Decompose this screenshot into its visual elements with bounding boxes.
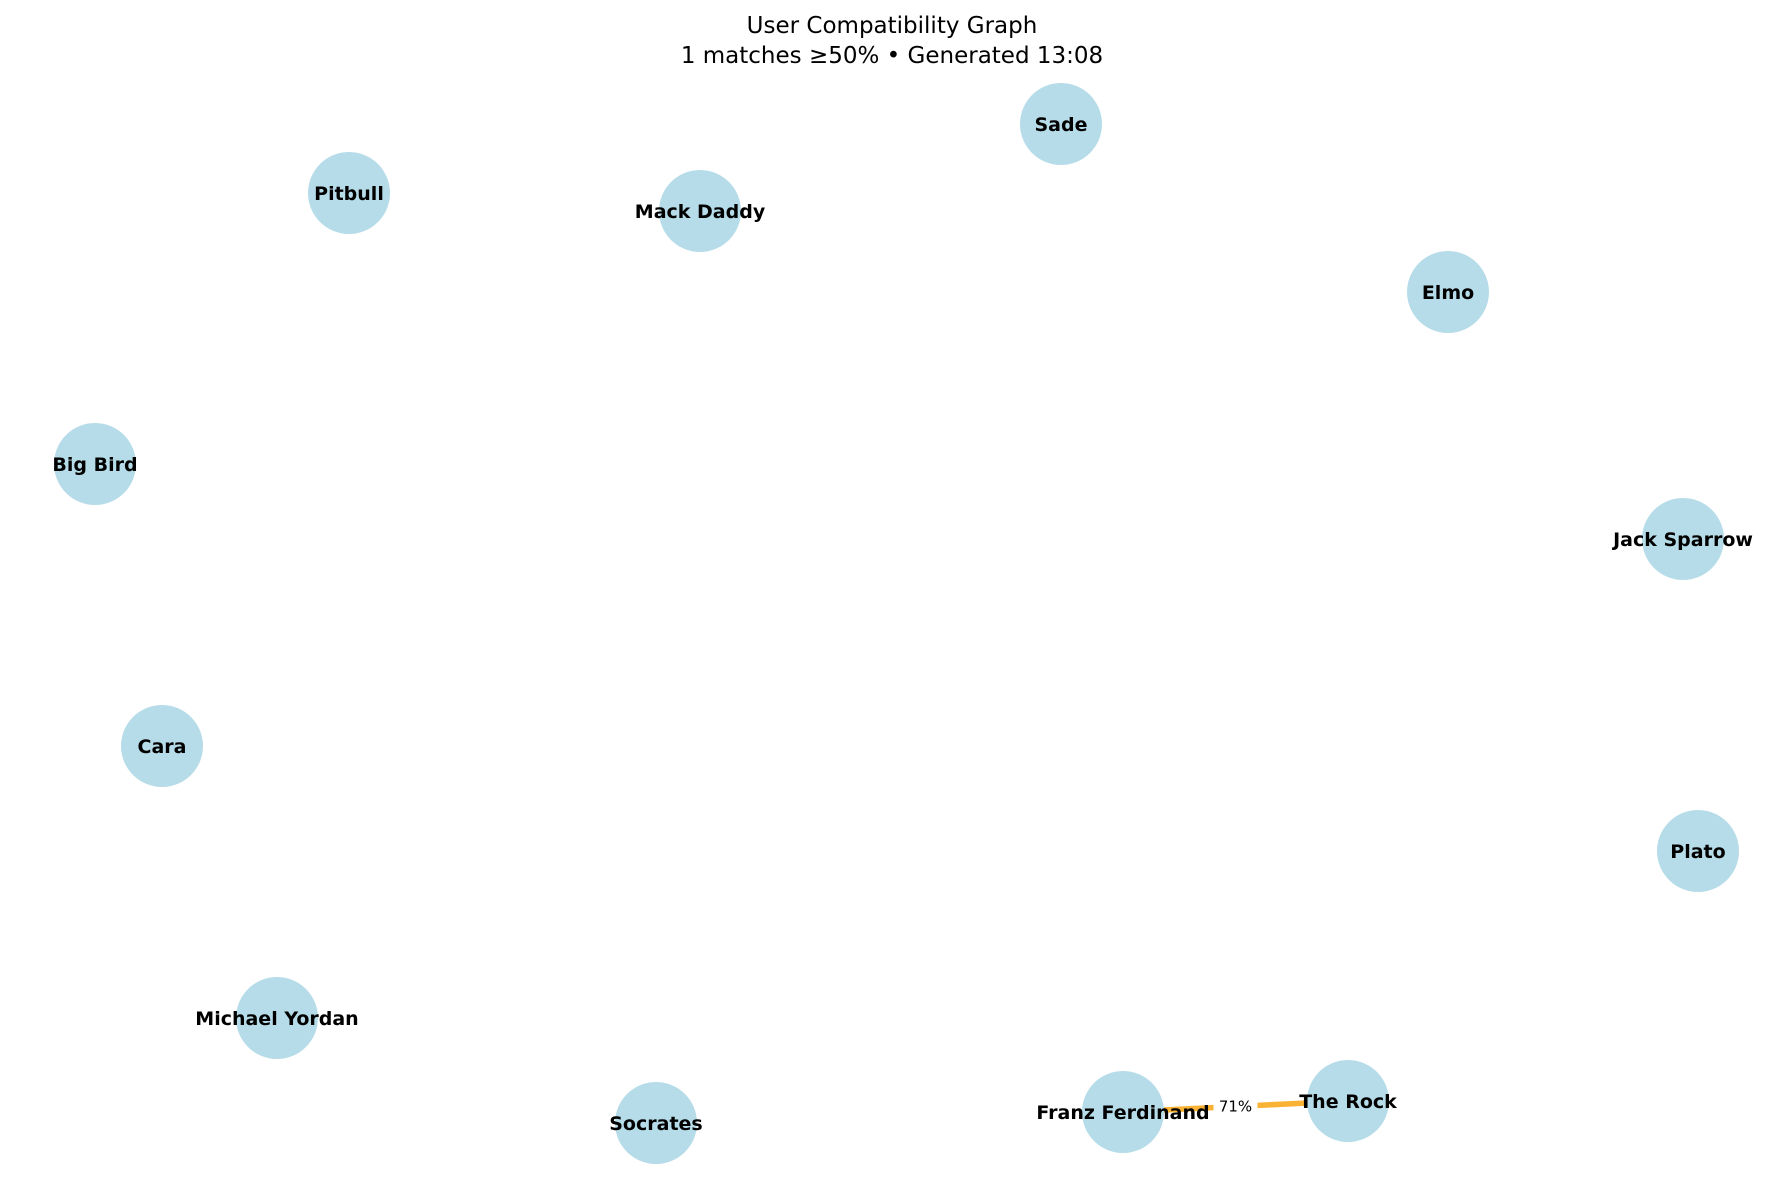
node-mack-daddy: Mack Daddy xyxy=(635,170,766,252)
node-label: Plato xyxy=(1670,841,1725,863)
node-circle xyxy=(1657,810,1739,892)
node-label: Jack Sparrow xyxy=(1611,529,1753,551)
node-circle xyxy=(1307,1060,1389,1142)
node-the-rock: The Rock xyxy=(1299,1060,1397,1142)
node-circle xyxy=(121,705,203,787)
node-circle xyxy=(54,423,136,505)
node-cara: Cara xyxy=(121,705,203,787)
node-label: Socrates xyxy=(609,1113,702,1135)
edge-labels-layer: 71% xyxy=(1213,1095,1258,1118)
node-plato: Plato xyxy=(1657,810,1739,892)
node-label: Michael Yordan xyxy=(195,1008,358,1030)
node-circle xyxy=(1082,1071,1164,1153)
node-jack-sparrow: Jack Sparrow xyxy=(1611,498,1753,580)
node-franz-ferdinand: Franz Ferdinand xyxy=(1036,1071,1210,1153)
node-circle xyxy=(659,170,741,252)
node-pitbull: Pitbull xyxy=(308,152,390,234)
node-circle xyxy=(1020,83,1102,165)
graph-title: User Compatibility Graph xyxy=(747,13,1038,39)
node-circle xyxy=(1642,498,1724,580)
node-label: Elmo xyxy=(1422,282,1474,304)
node-label: Cara xyxy=(138,736,187,758)
node-label: Pitbull xyxy=(314,183,384,205)
node-big-bird: Big Bird xyxy=(52,423,138,505)
node-label: Big Bird xyxy=(52,454,137,476)
edge-label-background xyxy=(1213,1095,1258,1118)
node-sade: Sade xyxy=(1020,83,1102,165)
node-label: Franz Ferdinand xyxy=(1036,1102,1209,1124)
edge-label: 71% xyxy=(1219,1098,1252,1116)
node-circle xyxy=(236,977,318,1059)
node-label: Sade xyxy=(1035,114,1088,136)
node-elmo: Elmo xyxy=(1407,251,1489,333)
node-label: The Rock xyxy=(1299,1091,1397,1113)
graph-subtitle: 1 matches ≥50% • Generated 13:08 xyxy=(681,43,1103,69)
node-socrates: Socrates xyxy=(609,1082,703,1164)
node-michael-yordan: Michael Yordan xyxy=(195,977,359,1059)
node-label: Mack Daddy xyxy=(635,201,766,223)
node-circle xyxy=(615,1082,697,1164)
node-circle xyxy=(1407,251,1489,333)
node-circle xyxy=(308,152,390,234)
